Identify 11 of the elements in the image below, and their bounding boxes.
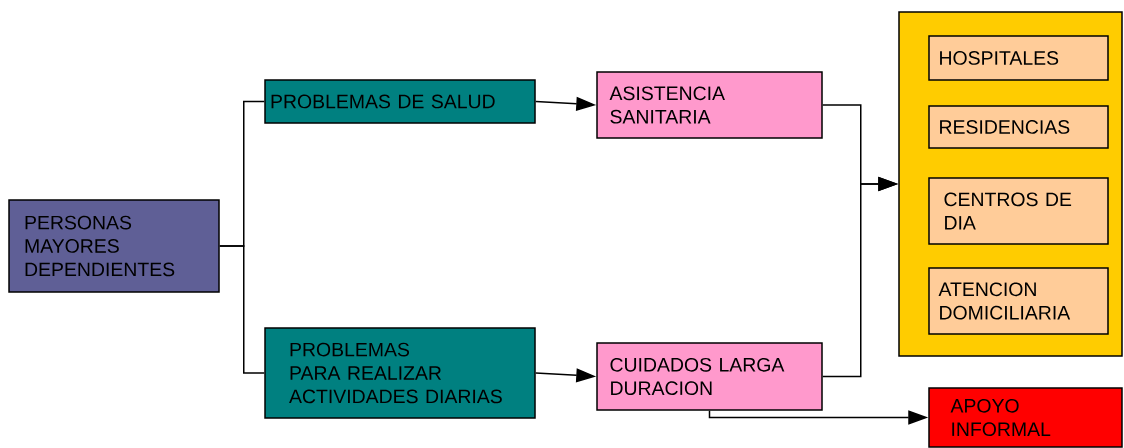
process-box: PERSONAS MAYORES DEPENDIENTES: [8, 199, 220, 293]
service-box: RESIDENCIAS: [928, 105, 1109, 149]
process-box: PROBLEMAS PARA REALIZAR ACTIVIDADES DIARIAS: [264, 327, 536, 419]
service-box: ATENCION DOMICILIARIA: [928, 267, 1109, 335]
process-box: CUIDADOS LARGA DURACION: [596, 342, 823, 411]
process-box: PROBLEMAS DE SALUD: [264, 79, 536, 124]
process-box: APOYO INFORMAL: [928, 387, 1123, 448]
process-box: ASISTENCIA SANITARIA: [596, 71, 823, 139]
connector-line: [219, 245, 265, 374]
service-box: CENTROS DE DIA: [928, 177, 1109, 245]
service-box: HOSPITALES: [928, 35, 1109, 81]
